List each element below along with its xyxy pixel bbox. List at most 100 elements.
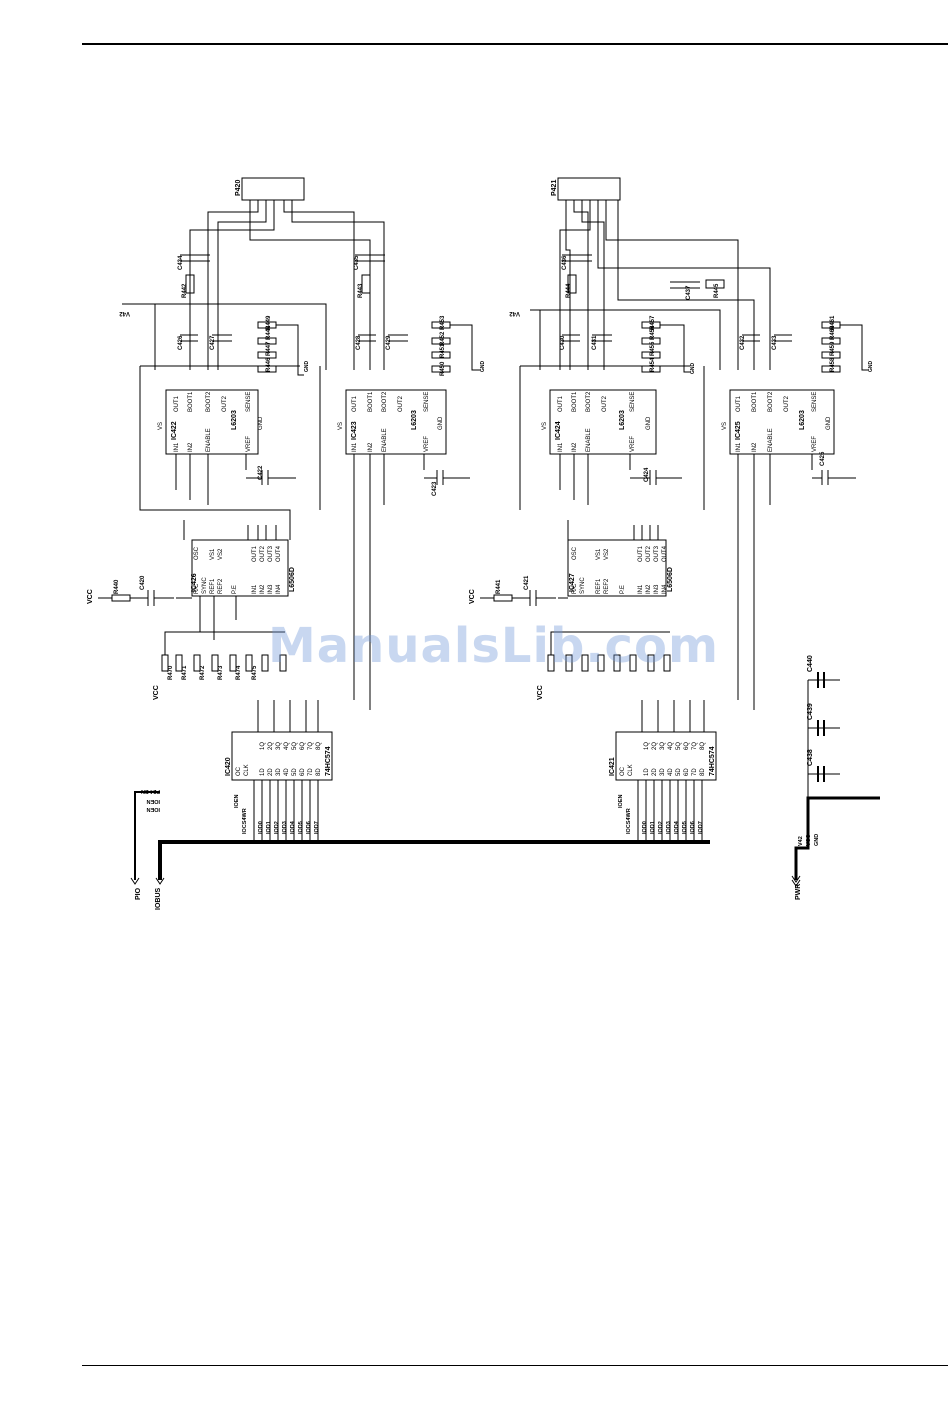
svg-text:OUT2: OUT2 <box>398 395 404 412</box>
svg-text:IN1: IN1 <box>352 442 358 452</box>
svg-text:BOOT1: BOOT1 <box>368 391 374 412</box>
svg-text:R445: R445 <box>714 283 720 298</box>
label-ic426-part: L6506D <box>289 567 296 592</box>
svg-text:V42: V42 <box>798 836 804 846</box>
svg-text:OC: OC <box>236 766 242 776</box>
svg-text:IOD2: IOD2 <box>274 821 280 834</box>
svg-text:3Q: 3Q <box>660 742 666 750</box>
svg-text:CLK: CLK <box>628 764 634 776</box>
svg-text:BOOT2: BOOT2 <box>206 391 212 412</box>
svg-text:6D: 6D <box>684 768 690 776</box>
svg-text:R461: R461 <box>830 315 836 330</box>
svg-text:R475: R475 <box>252 665 258 680</box>
svg-text:IN2: IN2 <box>752 442 758 452</box>
svg-text:VREF: VREF <box>812 436 818 452</box>
svg-text:R446: R446 <box>266 357 272 372</box>
svg-text:C423: C423 <box>432 481 438 496</box>
svg-text:SYNC: SYNC <box>580 577 586 594</box>
svg-text:IOD7: IOD7 <box>698 821 704 834</box>
label-ic422: IC422 <box>171 421 178 440</box>
svg-text:R444: R444 <box>566 283 572 298</box>
svg-text:R470: R470 <box>168 665 174 680</box>
svg-text:C437: C437 <box>686 285 692 300</box>
port-arrows <box>130 875 801 887</box>
svg-text:IOD3: IOD3 <box>282 821 288 834</box>
svg-text:C430: C430 <box>560 335 566 350</box>
svg-text:IN1: IN1 <box>736 442 742 452</box>
svg-text:BOOT1: BOOT1 <box>572 391 578 412</box>
svg-text:IOD4: IOD4 <box>290 820 296 834</box>
svg-text:R443: R443 <box>358 283 364 298</box>
svg-text:R456: R456 <box>650 325 656 340</box>
label-v42-left: V42 <box>119 310 130 316</box>
svg-text:6Q: 6Q <box>300 742 306 750</box>
connector-p421-body <box>557 177 621 201</box>
svg-text:R452: R452 <box>440 331 446 346</box>
svg-text:IOD3: IOD3 <box>666 821 672 834</box>
svg-text:GND: GND <box>826 416 832 430</box>
label-vcc-right-2: VCC <box>537 685 544 700</box>
ic427-body <box>567 539 667 597</box>
svg-text:OUT1: OUT1 <box>638 545 644 562</box>
cap-labels-right: C436 C437 C430 C431 C432 C433 C424 C425 … <box>524 255 826 590</box>
bus-labels-left: IOEN IOCS4WR IOD0 IOD1 IOD2 IOD3 IOD4 IO… <box>234 795 320 834</box>
svg-text:VCC: VCC <box>806 834 812 846</box>
svg-text:IN3: IN3 <box>654 584 660 594</box>
svg-text:5D: 5D <box>292 768 298 776</box>
ic422-pin-labels: VS IN1 IN2 ENABLE VREF OUT1 BOOT1 BOOT2 … <box>158 391 264 452</box>
svg-text:IN2: IN2 <box>646 584 652 594</box>
svg-text:GND: GND <box>814 834 820 846</box>
label-ic425-part: L6203 <box>799 410 806 430</box>
svg-text:CLK: CLK <box>244 764 250 776</box>
svg-text:7D: 7D <box>692 768 698 776</box>
ic426-pin-labels: OSC VS1 VS2 R/C SYNC REF1 REF2 P.E IN1 I… <box>194 545 282 594</box>
svg-text:3Q: 3Q <box>276 742 282 750</box>
label-p421: P421 <box>551 180 558 196</box>
ic423-body <box>345 389 447 455</box>
svg-text:6Q: 6Q <box>684 742 690 750</box>
svg-text:IOD6: IOD6 <box>690 821 696 834</box>
svg-text:GND: GND <box>438 416 444 430</box>
svg-text:VS: VS <box>722 422 728 430</box>
ic422-body <box>165 389 259 455</box>
label-ic425: IC425 <box>735 421 742 440</box>
svg-text:IOEN: IOEN <box>234 795 240 808</box>
svg-text:IOCS4WR: IOCS4WR <box>626 808 632 834</box>
svg-text:R441: R441 <box>496 579 502 594</box>
svg-text:C433: C433 <box>772 335 778 350</box>
svg-text:7Q: 7Q <box>308 742 314 750</box>
svg-text:4D: 4D <box>668 768 674 776</box>
label-ic423: IC423 <box>351 421 358 440</box>
port-pio: PIO <box>135 887 142 900</box>
svg-text:1Q: 1Q <box>644 742 650 750</box>
svg-text:R472: R472 <box>200 665 206 680</box>
label-ic421: IC421 <box>609 757 616 776</box>
svg-text:P.E: P.E <box>620 585 626 594</box>
ic426-body <box>191 539 289 597</box>
svg-text:4Q: 4Q <box>284 742 290 750</box>
svg-text:GND: GND <box>258 416 264 430</box>
cap-labels-left: C434 C435 C426 C427 C428 C429 C422 C423 … <box>140 255 438 590</box>
svg-text:IN1: IN1 <box>638 584 644 594</box>
svg-text:IN4: IN4 <box>276 584 282 594</box>
svg-text:C434: C434 <box>178 255 184 270</box>
svg-text:8Q: 8Q <box>700 742 706 750</box>
bus-lines <box>134 679 880 880</box>
svg-text:R460: R460 <box>830 325 836 340</box>
svg-text:VREF: VREF <box>424 436 430 452</box>
svg-text:OUT3: OUT3 <box>654 545 660 562</box>
svg-text:BOOT2: BOOT2 <box>768 391 774 412</box>
svg-text:8Q: 8Q <box>316 742 322 750</box>
svg-text:VS2: VS2 <box>604 548 610 560</box>
svg-text:R457: R457 <box>650 315 656 330</box>
svg-text:VS: VS <box>542 422 548 430</box>
ic424-pin-labels: VS IN1 IN2 ENABLE VREF OUT1 BOOT1 BOOT2 … <box>542 391 652 452</box>
svg-text:C425: C425 <box>820 451 826 466</box>
label-vcc-right: VCC <box>469 589 476 604</box>
svg-text:ENABLE: ENABLE <box>768 428 774 452</box>
label-c439: C439 <box>807 703 814 720</box>
svg-text:8D: 8D <box>316 768 322 776</box>
svg-text:IN2: IN2 <box>368 442 374 452</box>
svg-text:ENABLE: ENABLE <box>382 428 388 452</box>
svg-text:OUT2: OUT2 <box>222 395 228 412</box>
